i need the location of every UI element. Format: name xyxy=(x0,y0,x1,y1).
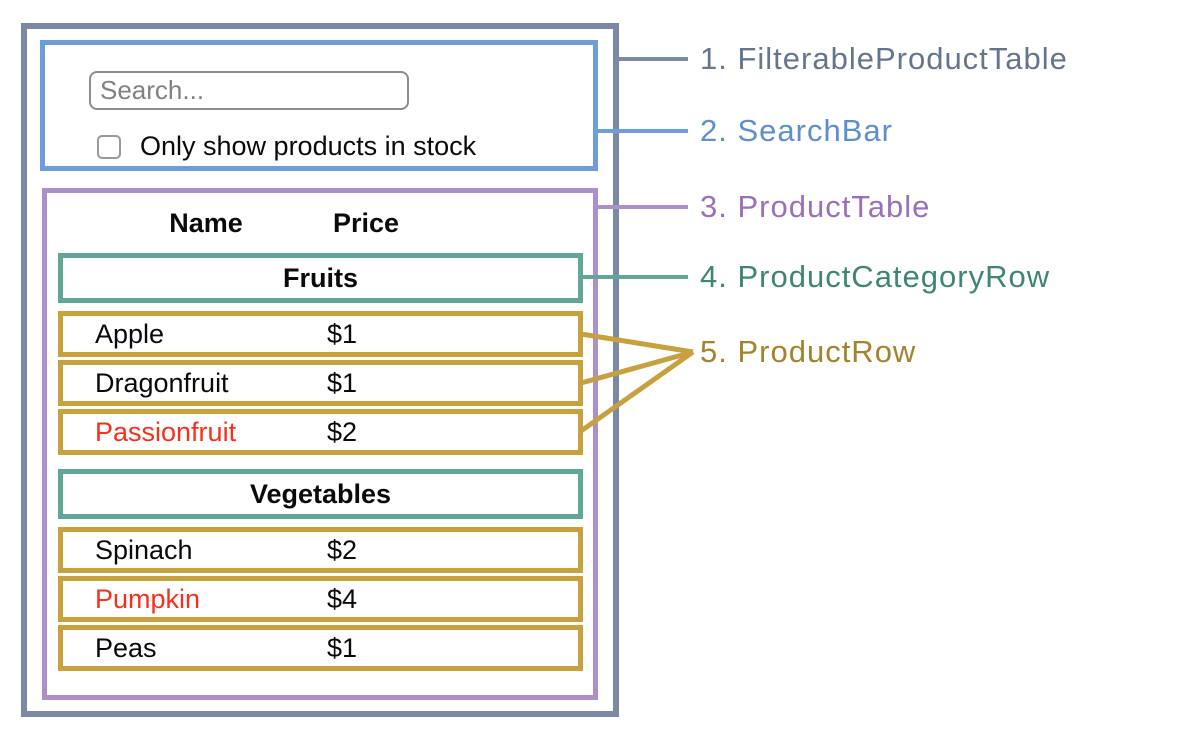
in-stock-checkbox-label: Only show products in stock xyxy=(140,131,477,161)
label-filterable-product-table: 1. FilterableProductTable xyxy=(700,41,1068,76)
product-row: Peas $1 xyxy=(58,625,583,671)
product-name-cell: Peas xyxy=(95,632,157,663)
product-row: Passionfruit $2 xyxy=(58,409,583,455)
product-price-cell: $4 xyxy=(327,583,358,614)
product-price-cell: $2 xyxy=(327,416,358,447)
product-price-cell: $1 xyxy=(327,632,358,663)
product-name-cell: Dragonfruit xyxy=(95,367,229,398)
filterable-product-table-box: Only show products in stock Name Price F… xyxy=(21,23,619,717)
product-row: Pumpkin $4 xyxy=(58,576,583,622)
product-price-cell: $1 xyxy=(327,318,358,349)
price-column-header: Price xyxy=(332,207,400,238)
product-row: Dragonfruit $1 xyxy=(58,360,583,406)
product-row: Spinach $2 xyxy=(58,527,583,573)
product-price-cell: $1 xyxy=(327,367,358,398)
stock-filter-row[interactable]: Only show products in stock xyxy=(97,131,476,162)
label-product-row: 5. ProductRow xyxy=(700,334,917,369)
product-row: Apple $1 xyxy=(58,311,583,357)
in-stock-checkbox[interactable] xyxy=(97,134,121,159)
product-category-row: Vegetables xyxy=(58,469,583,519)
product-category-row: Fruits xyxy=(58,253,583,303)
product-name-cell: Spinach xyxy=(95,534,193,565)
search-bar-box: Only show products in stock xyxy=(40,40,598,171)
table-header-row: Name Price xyxy=(47,193,593,253)
product-name-cell: Apple xyxy=(95,318,165,349)
product-name-cell: Pumpkin xyxy=(95,583,201,614)
label-search-bar: 2. SearchBar xyxy=(700,113,893,148)
name-column-header: Name xyxy=(169,207,243,238)
product-price-cell: $2 xyxy=(327,534,358,565)
label-product-table: 3. ProductTable xyxy=(700,189,931,224)
search-input[interactable] xyxy=(89,71,409,110)
product-name-cell: Passionfruit xyxy=(95,416,237,447)
label-product-category-row: 4. ProductCategoryRow xyxy=(700,259,1051,294)
